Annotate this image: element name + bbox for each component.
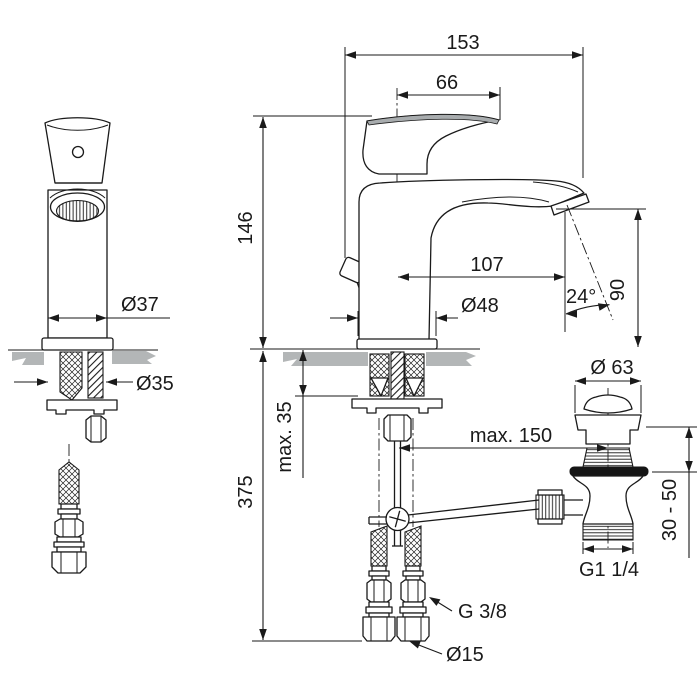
faucet-side <box>356 113 590 350</box>
drain-thread-collar <box>582 447 634 468</box>
dim-drain-depth-range: 30 - 50 <box>646 426 697 558</box>
dim-base-diameter: Ø48 <box>330 295 499 336</box>
dim-base-diameter-label: Ø48 <box>461 295 499 317</box>
base-escutcheon-side <box>356 338 438 350</box>
supply-hose-right <box>396 525 430 642</box>
drain-rod <box>407 499 540 516</box>
dim-supply-nut-diameter-label: Ø15 <box>446 644 484 666</box>
side-mounting <box>351 351 540 547</box>
dim-width-total-label: 153 <box>446 32 479 54</box>
fixing-bracket-side <box>351 398 443 414</box>
dim-stream-angle: 24° <box>565 204 614 321</box>
drain-assembly <box>535 388 649 548</box>
threaded-shank-front <box>87 351 104 399</box>
dim-supply-thread-label: G 3/8 <box>458 601 507 623</box>
shank-nut-front <box>85 415 107 443</box>
dim-spout-reach-label: 107 <box>470 254 503 276</box>
dim-drain-cap-diameter: Ø 63 <box>574 357 642 413</box>
dim-drain-thread-label: G1 1/4 <box>579 559 639 581</box>
drain-adjuster-knurl <box>535 494 565 520</box>
threaded-shank-side <box>390 351 405 400</box>
supply-hose-left <box>362 525 396 642</box>
side-view: 153 66 146 107 <box>235 32 697 666</box>
shank-nut-side <box>383 414 412 442</box>
dim-deck-max-thickness: max. 35 <box>274 350 358 478</box>
faucet-front <box>41 117 114 351</box>
dim-handle-width-label: 66 <box>436 72 458 94</box>
dim-drain-depth-range-label: 30 - 50 <box>659 479 681 541</box>
dim-drain-cap-diameter-label: Ø 63 <box>590 357 633 379</box>
dim-rod-to-drain: max. 150 <box>399 425 608 452</box>
dim-outlet-height: 90 <box>556 208 646 347</box>
dim-handle-width: 66 <box>397 72 501 120</box>
dim-supply-nut-diameter: Ø15 <box>407 637 484 666</box>
counter-side-right-shade <box>426 352 476 366</box>
dim-hose-length-label: 375 <box>235 475 257 508</box>
dim-hose-length: 375 <box>235 351 362 642</box>
drain-upper-cup <box>574 414 642 445</box>
drain-tail-thread <box>582 523 634 541</box>
dim-rod-to-drain-label: max. 150 <box>470 425 552 447</box>
handle-top-plate <box>366 114 500 126</box>
dim-height-above-deck: 146 <box>235 115 372 348</box>
aerator-front <box>55 199 100 223</box>
supply-hoses <box>362 525 430 642</box>
dim-deck-max-thickness-label: max. 35 <box>274 401 296 472</box>
dim-drain-thread: G1 1/4 <box>579 542 639 581</box>
front-mounting <box>46 351 118 574</box>
fixing-bracket-front <box>46 399 118 415</box>
dim-stream-angle-label: 24° <box>566 286 596 308</box>
hose-cut-front <box>59 351 83 401</box>
dim-height-above-deck-label: 146 <box>235 211 257 244</box>
spout-aerator <box>550 193 590 216</box>
counter-right-shade <box>112 351 156 364</box>
drain-plug-cap <box>583 394 633 414</box>
dim-body-diameter-label: Ø37 <box>121 294 159 316</box>
dim-hole-diameter-label: Ø35 <box>136 373 174 395</box>
base-escutcheon-front <box>41 337 114 351</box>
supply-hose-front <box>51 461 87 574</box>
handle-indicator-dot <box>71 145 85 159</box>
dim-spout-reach: 107 <box>398 212 566 332</box>
front-view: Ø37 Ø35 <box>8 117 174 574</box>
counter-left-shade <box>12 352 44 365</box>
stream-centerline <box>566 204 614 321</box>
dim-hole-diameter: Ø35 <box>14 373 174 395</box>
drain-seal-flange <box>569 466 649 477</box>
counter-side-left-shade <box>283 352 368 366</box>
dim-outlet-height-label: 90 <box>607 279 629 301</box>
dim-body-diameter: Ø37 <box>48 294 170 322</box>
dim-width-total: 153 <box>344 32 584 258</box>
dim-supply-thread: G 3/8 <box>427 593 507 623</box>
